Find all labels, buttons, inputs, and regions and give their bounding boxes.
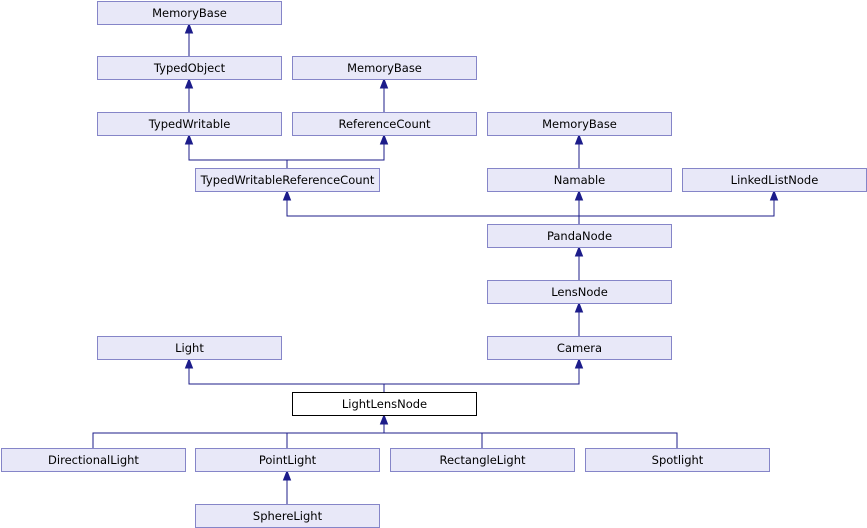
arrowhead-pointlight <box>282 469 292 481</box>
arrowhead-mb2 <box>379 77 389 89</box>
edge-lightlensnode-to-camera <box>383 368 580 392</box>
arrowhead-referencecount <box>379 133 389 145</box>
class-label: Light <box>175 341 204 355</box>
arrowhead-mb1 <box>184 22 194 34</box>
class-node-light[interactable]: Light <box>97 336 282 360</box>
class-label: PointLight <box>259 453 317 467</box>
class-node-lensnode[interactable]: LensNode <box>487 280 672 304</box>
class-label: Namable <box>554 173 605 187</box>
class-node-mb2[interactable]: MemoryBase <box>292 56 477 80</box>
class-node-pointlight[interactable]: PointLight <box>195 448 380 472</box>
class-box <box>97 1 282 25</box>
edge-pointlight-to-lightlensnode <box>286 424 385 448</box>
class-box <box>292 112 477 136</box>
arrowhead-typedwritable <box>184 133 194 145</box>
class-box <box>487 168 672 192</box>
class-label: RectangleLight <box>440 453 526 467</box>
edge-lightlensnode-to-light <box>188 368 385 392</box>
class-node-spherelight[interactable]: SphereLight <box>195 504 380 528</box>
class-node-spotlight[interactable]: Spotlight <box>585 448 770 472</box>
class-box <box>97 112 282 136</box>
class-box <box>97 56 282 80</box>
class-node-mb1[interactable]: MemoryBase <box>97 1 282 25</box>
arrowhead-mb3 <box>574 133 584 145</box>
edge-pandanode-to-linkedlistnode <box>578 200 775 224</box>
arrowhead-pandanode <box>574 245 584 257</box>
class-box <box>1 448 186 472</box>
class-node-camera[interactable]: Camera <box>487 336 672 360</box>
edge-pandanode-to-twrc <box>286 200 580 224</box>
class-label: ReferenceCount <box>338 117 431 131</box>
arrowhead-linkedlistnode <box>769 189 779 201</box>
class-box <box>97 336 282 360</box>
class-label: DirectionalLight <box>48 453 139 467</box>
class-node-referencecount[interactable]: ReferenceCount <box>292 112 477 136</box>
arrowhead-typedobject <box>184 77 194 89</box>
class-box <box>585 448 770 472</box>
class-label: LightLensNode <box>342 397 427 411</box>
edge-twrc-to-referencecount <box>286 144 385 168</box>
class-box <box>390 448 575 472</box>
arrowhead-camera <box>574 357 584 369</box>
arrowhead-namable <box>574 189 584 201</box>
class-label: MemoryBase <box>152 6 227 20</box>
class-label: TypedWritableReferenceCount <box>200 173 375 187</box>
class-label: LinkedListNode <box>731 173 819 187</box>
class-box <box>292 392 477 416</box>
class-label: TypedObject <box>153 61 226 75</box>
class-node-pandanode[interactable]: PandaNode <box>487 224 672 248</box>
class-label: TypedWritable <box>148 117 231 131</box>
arrowhead-light <box>184 357 194 369</box>
class-node-twrc[interactable]: TypedWritableReferenceCount <box>195 168 380 192</box>
class-label: MemoryBase <box>347 61 422 75</box>
class-box <box>292 56 477 80</box>
class-box <box>487 280 672 304</box>
class-node-lightlensnode[interactable]: LightLensNode <box>292 392 477 416</box>
class-node-namable[interactable]: Namable <box>487 168 672 192</box>
class-node-directionallight[interactable]: DirectionalLight <box>1 448 186 472</box>
class-node-rectanglelight[interactable]: RectangleLight <box>390 448 575 472</box>
edge-directionallight-to-lightlensnode <box>92 424 385 448</box>
class-node-linkedlistnode[interactable]: LinkedListNode <box>682 168 867 192</box>
arrowhead-lensnode <box>574 301 584 313</box>
edge-rectanglelight-to-lightlensnode <box>383 424 483 448</box>
class-box <box>195 168 380 192</box>
class-box <box>487 224 672 248</box>
arrowhead-twrc <box>282 189 292 201</box>
class-node-typedobject[interactable]: TypedObject <box>97 56 282 80</box>
edges <box>92 22 779 504</box>
class-label: Spotlight <box>652 453 704 467</box>
class-box <box>487 336 672 360</box>
class-label: SphereLight <box>253 509 323 523</box>
class-node-mb3[interactable]: MemoryBase <box>487 112 672 136</box>
class-label: LensNode <box>551 285 608 299</box>
class-box <box>195 448 380 472</box>
class-label: Camera <box>557 341 602 355</box>
arrowhead-lightlensnode <box>379 413 389 425</box>
class-node-typedwritable[interactable]: TypedWritable <box>97 112 282 136</box>
class-box <box>487 112 672 136</box>
edge-twrc-to-typedwritable <box>188 144 288 168</box>
edge-spotlight-to-lightlensnode <box>383 424 678 448</box>
class-label: MemoryBase <box>542 117 617 131</box>
class-label: PandaNode <box>547 229 612 243</box>
